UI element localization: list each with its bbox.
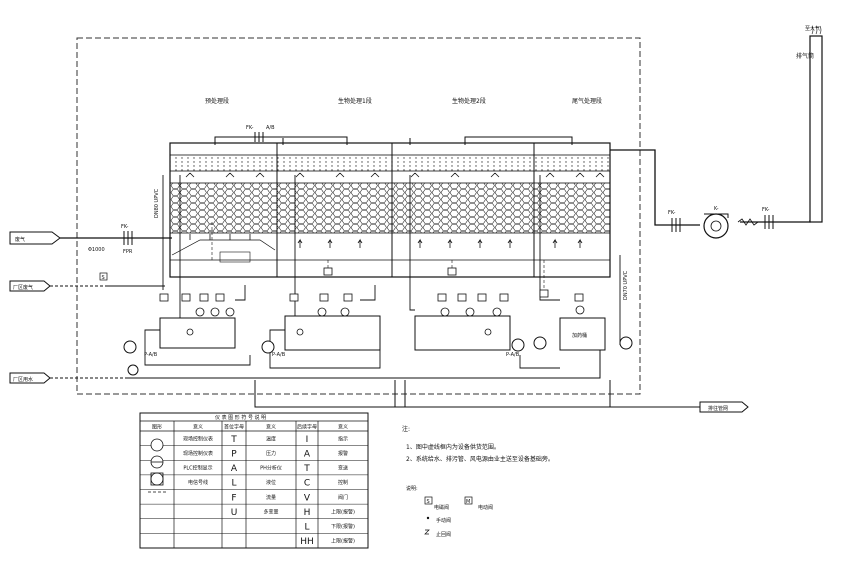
legend-cell: PLC控制显示 bbox=[183, 465, 212, 472]
outlet-valve: FK- bbox=[668, 210, 681, 232]
legend-cell: L bbox=[231, 479, 236, 489]
flag-exhaust-gas-label: 厂区废气 bbox=[13, 284, 33, 291]
legend-cell: 多变量 bbox=[263, 508, 278, 515]
legend-title: 仪 表 图 形 符 号 说 明 bbox=[215, 414, 266, 421]
legend-cell: 电信号线 bbox=[188, 479, 208, 486]
notes: 注: 1、图中虚线框内为设备供货范围。 2、系统给水、排污管、风电源由业主送至设… bbox=[402, 425, 554, 463]
spray-headers bbox=[214, 136, 573, 145]
legend-cell: 现场控制仪表 bbox=[183, 450, 213, 457]
legend-cell: A bbox=[304, 449, 311, 459]
dosing-tank-label: 加药桶 bbox=[572, 332, 587, 339]
symbol-m-code: M bbox=[466, 499, 470, 505]
fan-tag: K- bbox=[714, 206, 719, 212]
legend-header: 意义 bbox=[193, 424, 203, 431]
symbol-manual-label: 手动阀 bbox=[436, 517, 451, 524]
legend-cell: 上限(报警) bbox=[331, 508, 355, 515]
legend-header: 后续字母 bbox=[297, 424, 317, 431]
legend-cell: 指示 bbox=[338, 435, 348, 442]
legend-cell: 液位 bbox=[266, 479, 276, 486]
symbol-s-code: S bbox=[427, 499, 430, 505]
inlet-valve-tag: FK- bbox=[121, 224, 129, 230]
legend-cell: 流量 bbox=[266, 494, 276, 501]
flag-exhaust-gas: 厂区废气 S bbox=[9, 272, 165, 292]
legend-cell: 控制 bbox=[338, 479, 348, 486]
top-valve: FK- A/B bbox=[246, 125, 275, 142]
flag-drain-label: 排往管网 bbox=[708, 405, 728, 412]
note-2: 2、系统给水、排污管、风电源由业主送至设备基础旁。 bbox=[406, 455, 554, 463]
inlet-gas: 废气 FK- FPR Φ1000 bbox=[9, 224, 172, 255]
legend-cell: V bbox=[304, 493, 311, 503]
stage-title-2: 生物处理1段 bbox=[338, 97, 372, 105]
notes-title: 注: bbox=[402, 425, 410, 433]
top-valve-tag: FK- bbox=[246, 125, 254, 131]
chimney: 排气筒 至大气 bbox=[796, 25, 823, 223]
legend-cell: C bbox=[304, 479, 310, 489]
chimney-top-label: 至大气 bbox=[805, 25, 820, 32]
inlet-label: 废气 bbox=[15, 236, 25, 243]
legend-cell: I bbox=[306, 435, 309, 445]
pipe-tag-right: DN70 UPVC bbox=[623, 270, 629, 300]
symbol-m-label: 电动阀 bbox=[478, 504, 493, 511]
legend-header: 意义 bbox=[338, 424, 348, 431]
inlet-size: Φ1000 bbox=[88, 247, 105, 253]
note-1: 1、图中虚线框内为设备供货范围。 bbox=[406, 443, 500, 451]
legend-cell: 上限(报警) bbox=[331, 538, 355, 545]
pipe-tag-left: DN80 UPVC bbox=[154, 188, 160, 218]
treatment-tower bbox=[169, 142, 611, 278]
outlet-valve-tag: FK- bbox=[668, 210, 676, 216]
dosing-tank: 加药桶 bbox=[559, 317, 606, 351]
top-valve-ab: A/B bbox=[266, 125, 275, 131]
legend-cell: 报警 bbox=[338, 450, 348, 457]
flag-process-water-label: 厂区用水 bbox=[13, 376, 33, 383]
pump-label-1: P-A/B bbox=[144, 352, 158, 358]
legend-header: 首位字母 bbox=[224, 424, 244, 431]
legend-cell: T bbox=[230, 435, 237, 445]
legend-cell: H bbox=[304, 508, 311, 518]
legend-cell: L bbox=[304, 523, 309, 533]
legend-cell: 温度 bbox=[266, 435, 276, 442]
packing-media bbox=[169, 182, 611, 234]
demister-layer bbox=[169, 154, 611, 172]
fan: K- FK- bbox=[703, 206, 774, 239]
legend-header: 意义 bbox=[266, 424, 276, 431]
legend-cell: A bbox=[231, 464, 238, 474]
chimney-label: 排气筒 bbox=[796, 52, 814, 60]
symbol-legend: 说明: S 电磁阀 M 电动阀 手动阀 止回阀 bbox=[406, 485, 493, 538]
symbols-title: 说明: bbox=[406, 485, 418, 492]
legend-cell: U bbox=[231, 508, 238, 518]
symbol-check-label: 止回阀 bbox=[436, 531, 451, 538]
bio2-tank bbox=[414, 315, 511, 351]
stage-title-4: 尾气处理段 bbox=[572, 97, 602, 105]
solenoid-valve-mark: S bbox=[102, 275, 105, 281]
legend-cell: 变送 bbox=[338, 465, 348, 472]
pre-tank bbox=[159, 317, 236, 349]
pumps: P-A/B P-A/B P-A/B bbox=[123, 336, 633, 358]
instruments bbox=[159, 267, 585, 336]
flag-process-water: 厂区用水 bbox=[9, 350, 601, 384]
stage-title-3: 生物处理2段 bbox=[452, 97, 486, 105]
pump-label-3: P-A/B bbox=[506, 352, 520, 358]
fan-valve-tag: FK- bbox=[762, 207, 770, 213]
legend-symbols bbox=[148, 438, 166, 493]
supply-scope-frame bbox=[76, 37, 641, 395]
legend-cell: 下限(报警) bbox=[331, 523, 355, 530]
inlet-fpr: FPR bbox=[123, 249, 133, 255]
legend-cell: 现场控制仪表 bbox=[183, 435, 213, 442]
stage-title-1: 预处理段 bbox=[205, 97, 229, 105]
stage-titles: 预处理段 生物处理1段 生物处理2段 尾气处理段 bbox=[205, 97, 602, 105]
legend-cell: F bbox=[231, 493, 236, 503]
legend-cell: 阀门 bbox=[338, 494, 348, 501]
signal-lines bbox=[211, 222, 545, 290]
legend-cell: T bbox=[303, 464, 310, 474]
legend-header: 图形 bbox=[152, 424, 162, 431]
drain-line: 排往管网 bbox=[254, 380, 749, 413]
legend-cell: P bbox=[231, 449, 237, 459]
symbol-s-label: 电磁阀 bbox=[434, 504, 449, 511]
legend-cell: PH分析仪 bbox=[260, 465, 282, 472]
legend-cell: 压力 bbox=[266, 450, 276, 457]
pump-label-2: P-A/B bbox=[272, 352, 286, 358]
legend-cell: HH bbox=[300, 537, 314, 547]
